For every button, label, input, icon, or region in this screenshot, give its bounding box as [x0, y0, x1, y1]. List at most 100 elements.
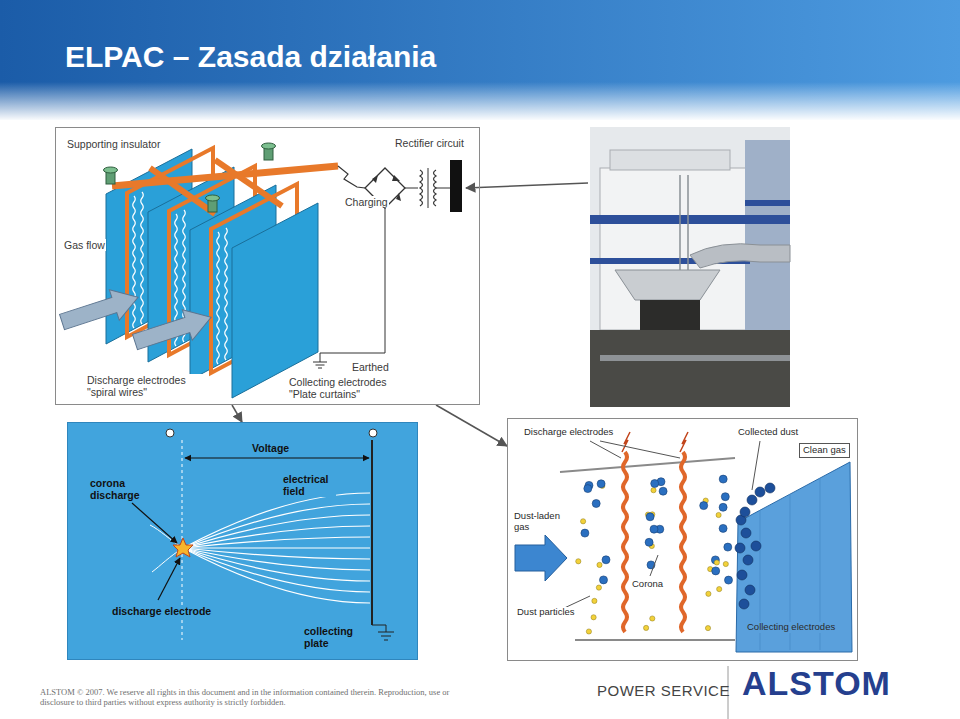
collected-dust — [740, 507, 750, 517]
header-bar — [0, 0, 960, 120]
dust-particle — [721, 493, 729, 501]
panel-ground — [507, 418, 858, 661]
panel-label: Discharge electrodes — [523, 427, 614, 438]
leader-line — [590, 441, 621, 458]
collected-dust — [755, 487, 765, 497]
dust-particle — [581, 529, 589, 537]
collected-dust — [765, 483, 775, 493]
panel-label: Collecting electrodes — [746, 622, 836, 633]
dust-particle — [592, 500, 600, 508]
insulator — [206, 195, 220, 201]
leader-line — [158, 558, 180, 600]
collected-dust — [737, 570, 747, 580]
ion — [651, 488, 656, 493]
dust-particle — [600, 576, 608, 584]
ion — [650, 616, 655, 621]
ground-symbol — [313, 362, 327, 363]
ion — [592, 598, 597, 603]
field-line — [183, 504, 370, 548]
supply-bar — [450, 160, 462, 212]
field-panel: Voltage corona discharge electrical field d… — [67, 422, 418, 660]
guard-rail — [600, 355, 790, 361]
insulator — [104, 167, 118, 173]
ion — [644, 625, 649, 630]
collected-dust — [743, 555, 753, 565]
collected-dust — [739, 599, 749, 609]
wire — [436, 188, 450, 189]
ground-symbol — [384, 640, 388, 641]
dust-particle — [719, 503, 727, 511]
panel-label: Corona — [631, 579, 664, 590]
earth-wire — [386, 625, 387, 632]
terminal — [166, 429, 174, 437]
collecting-plate — [736, 462, 852, 652]
dust-particle — [724, 543, 732, 551]
field-line — [183, 515, 370, 548]
dust-particle — [725, 576, 733, 584]
field-line — [183, 548, 370, 592]
collected-dust — [735, 543, 745, 553]
dust-particle — [719, 475, 727, 483]
collecting-plate-line — [371, 440, 373, 625]
panel-ground — [67, 422, 418, 660]
dust-particle — [584, 485, 592, 493]
photo-ground — [590, 330, 790, 407]
diode-symbol — [372, 175, 378, 183]
field-line-group — [150, 493, 370, 603]
panel-label: Voltage — [251, 442, 290, 454]
ion — [597, 562, 602, 567]
slide-title: ELPAC – Zasada działania — [65, 40, 436, 75]
panel-label: discharge electrode — [111, 605, 212, 617]
diode-symbol — [396, 193, 401, 201]
wire — [405, 188, 418, 189]
charging-wire — [338, 166, 365, 188]
support-beam — [215, 160, 282, 206]
spark-symbol — [622, 432, 630, 452]
dust-particle — [650, 525, 658, 533]
leader-line — [650, 555, 658, 576]
spiral-wire — [141, 192, 144, 324]
ion — [717, 587, 722, 592]
spiral-wire — [225, 228, 228, 360]
spiral-wire — [217, 232, 220, 364]
earth-wire — [372, 625, 386, 626]
support-beam — [150, 168, 215, 214]
panel-ground — [55, 127, 480, 405]
ion — [596, 585, 601, 590]
dust-particle — [719, 524, 727, 532]
ion — [706, 591, 711, 596]
panel-label: Gas flow — [63, 239, 106, 251]
panel-label: Collecting electrodes "Plate curtains" — [288, 376, 408, 400]
panel-label: electrical field — [282, 473, 336, 497]
panel-label: Discharge electrodes "spiral wires" — [86, 374, 206, 398]
panel-label: Rectifier circuit — [394, 137, 465, 149]
panel-label: corona discharge — [89, 477, 149, 501]
ground-symbol — [316, 365, 325, 366]
transformer-coil — [420, 170, 423, 206]
diode-symbol — [392, 175, 400, 181]
collected-dust — [741, 528, 751, 538]
collecting-plate — [232, 203, 318, 398]
field-line — [183, 493, 370, 548]
ion — [586, 629, 591, 634]
ion — [591, 615, 596, 620]
dust-particle — [651, 480, 659, 488]
dust-particle — [597, 480, 605, 488]
field-line — [183, 548, 370, 581]
building-stripe — [590, 215, 790, 224]
dust-particle — [700, 502, 708, 510]
dust-particle — [645, 538, 653, 546]
ground-symbol — [318, 368, 322, 369]
division-name: POWER SERVICE — [597, 682, 730, 699]
building-side — [745, 140, 790, 330]
ion — [705, 626, 710, 631]
terminal — [369, 429, 377, 437]
ion — [714, 560, 719, 565]
field-line — [183, 526, 370, 548]
leader-line — [752, 441, 760, 490]
ion — [581, 519, 586, 524]
precipitator-panel: Supporting insulatorRectifier circuitCha… — [55, 127, 480, 405]
pointer-arrow — [232, 405, 242, 422]
transformer-core — [428, 168, 429, 208]
